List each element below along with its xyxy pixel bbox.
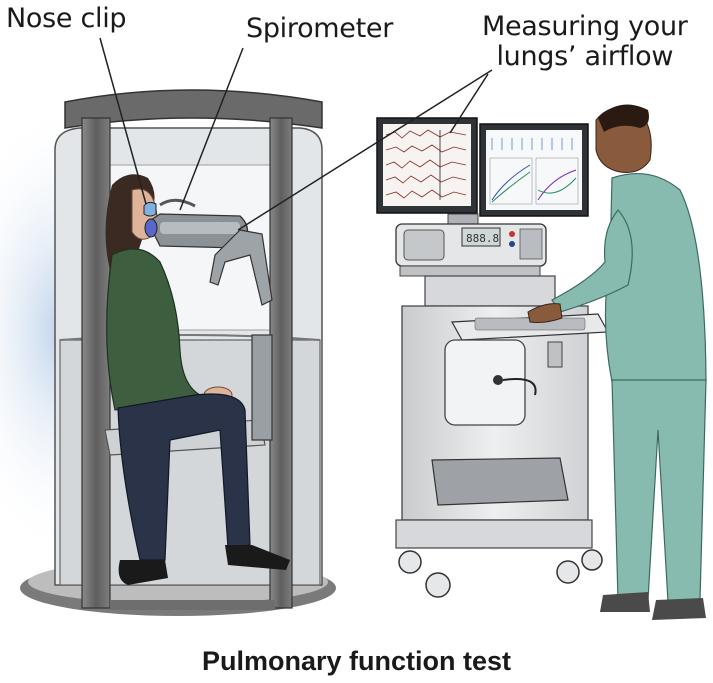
cart-wheels bbox=[399, 550, 602, 597]
clinician-shoe-left bbox=[600, 592, 650, 612]
label-measuring-line2: lungs’ airflow bbox=[482, 42, 688, 72]
figure-caption: Pulmonary function test bbox=[0, 646, 713, 677]
label-spirometer: Spirometer bbox=[246, 14, 393, 44]
label-nose-clip: Nose clip bbox=[6, 4, 126, 34]
cart-drawer bbox=[432, 458, 568, 505]
control-unit-display-text: 888.8 bbox=[466, 232, 499, 245]
nose-clip bbox=[144, 202, 156, 216]
cart-top-box bbox=[425, 276, 555, 306]
clinician-shoe-right bbox=[652, 598, 706, 620]
booth-front-pillar-left bbox=[82, 118, 110, 608]
cart-base bbox=[396, 520, 592, 548]
equipment-cart: 888.8 bbox=[377, 118, 608, 597]
label-measuring-airflow: Measuring your lungs’ airflow bbox=[482, 12, 688, 72]
cart-canister bbox=[445, 340, 525, 425]
label-measuring-line1: Measuring your bbox=[482, 12, 688, 42]
clinician-scrubs-pants bbox=[612, 380, 706, 602]
booth-front-pillar-right bbox=[270, 118, 292, 608]
spirometer-mount bbox=[252, 335, 272, 440]
